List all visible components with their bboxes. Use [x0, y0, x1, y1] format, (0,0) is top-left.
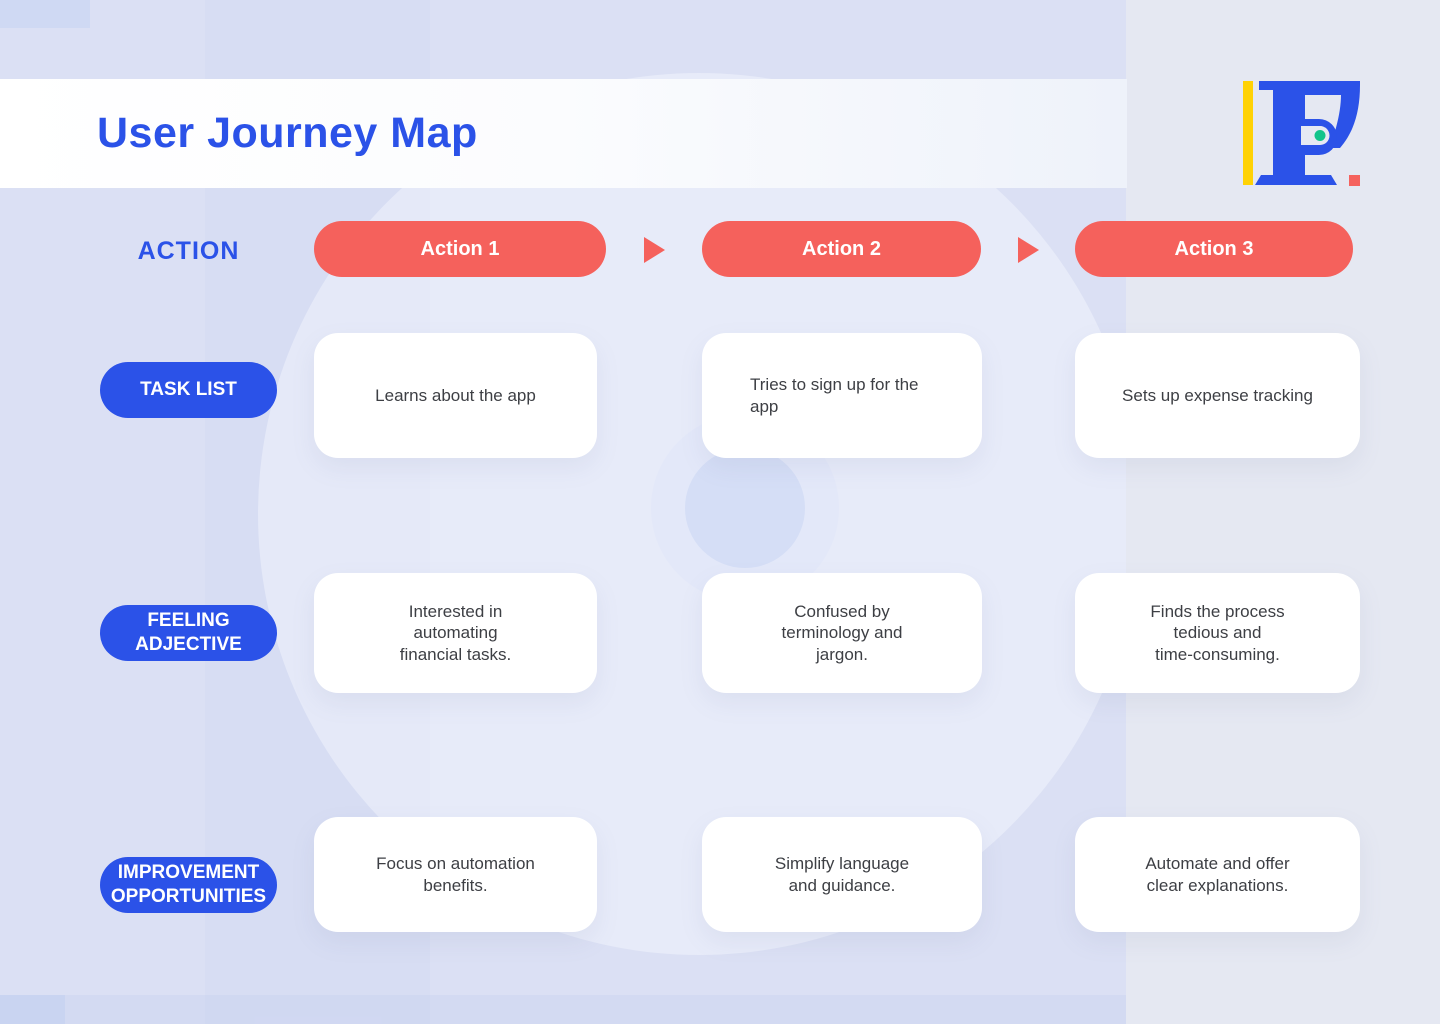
header-band [0, 79, 1127, 188]
row-label-feeling-adjective: FEELING ADJECTIVE [100, 605, 277, 661]
logo-yellow-bar [1243, 81, 1253, 185]
page-title: User Journey Map [97, 109, 478, 157]
background-bottomleft-block [0, 995, 65, 1024]
feeling-card-action-3: Finds the process tedious and time-consu… [1075, 573, 1360, 693]
task-card-action-3: Sets up expense tracking [1075, 333, 1360, 458]
background-ring-inner-circle [685, 448, 805, 568]
feeling-card-action-2: Confused by terminology and jargon. [702, 573, 982, 693]
f-monogram-logo-icon [1243, 81, 1360, 186]
logo-red-square [1349, 175, 1360, 186]
task-card-action-2: Tries to sign up for the app [702, 333, 982, 458]
action-1-pill: Action 1 [314, 221, 606, 277]
feeling-card-action-1: Interested in automating financial tasks… [314, 573, 597, 693]
improvement-card-action-3: Automate and offer clear explanations. [1075, 817, 1360, 932]
improvement-card-action-1: Focus on automation benefits. [314, 817, 597, 932]
row-label-improvement-opportunities: IMPROVEMENT OPPORTUNITIES [100, 857, 277, 913]
improvement-card-action-2: Simplify language and guidance. [702, 817, 982, 932]
action-2-pill: Action 2 [702, 221, 981, 277]
logo-green-dot [1314, 130, 1326, 141]
action-3-pill: Action 3 [1075, 221, 1353, 277]
flow-arrow-icon [644, 237, 665, 263]
background-topleft-block [0, 0, 90, 28]
row-label-action: ACTION [137, 237, 240, 266]
task-card-action-1: Learns about the app [314, 333, 597, 458]
row-label-task-list: TASK LIST [100, 362, 277, 418]
background-bottom-strip [0, 995, 1126, 1024]
flow-arrow-icon [1018, 237, 1039, 263]
